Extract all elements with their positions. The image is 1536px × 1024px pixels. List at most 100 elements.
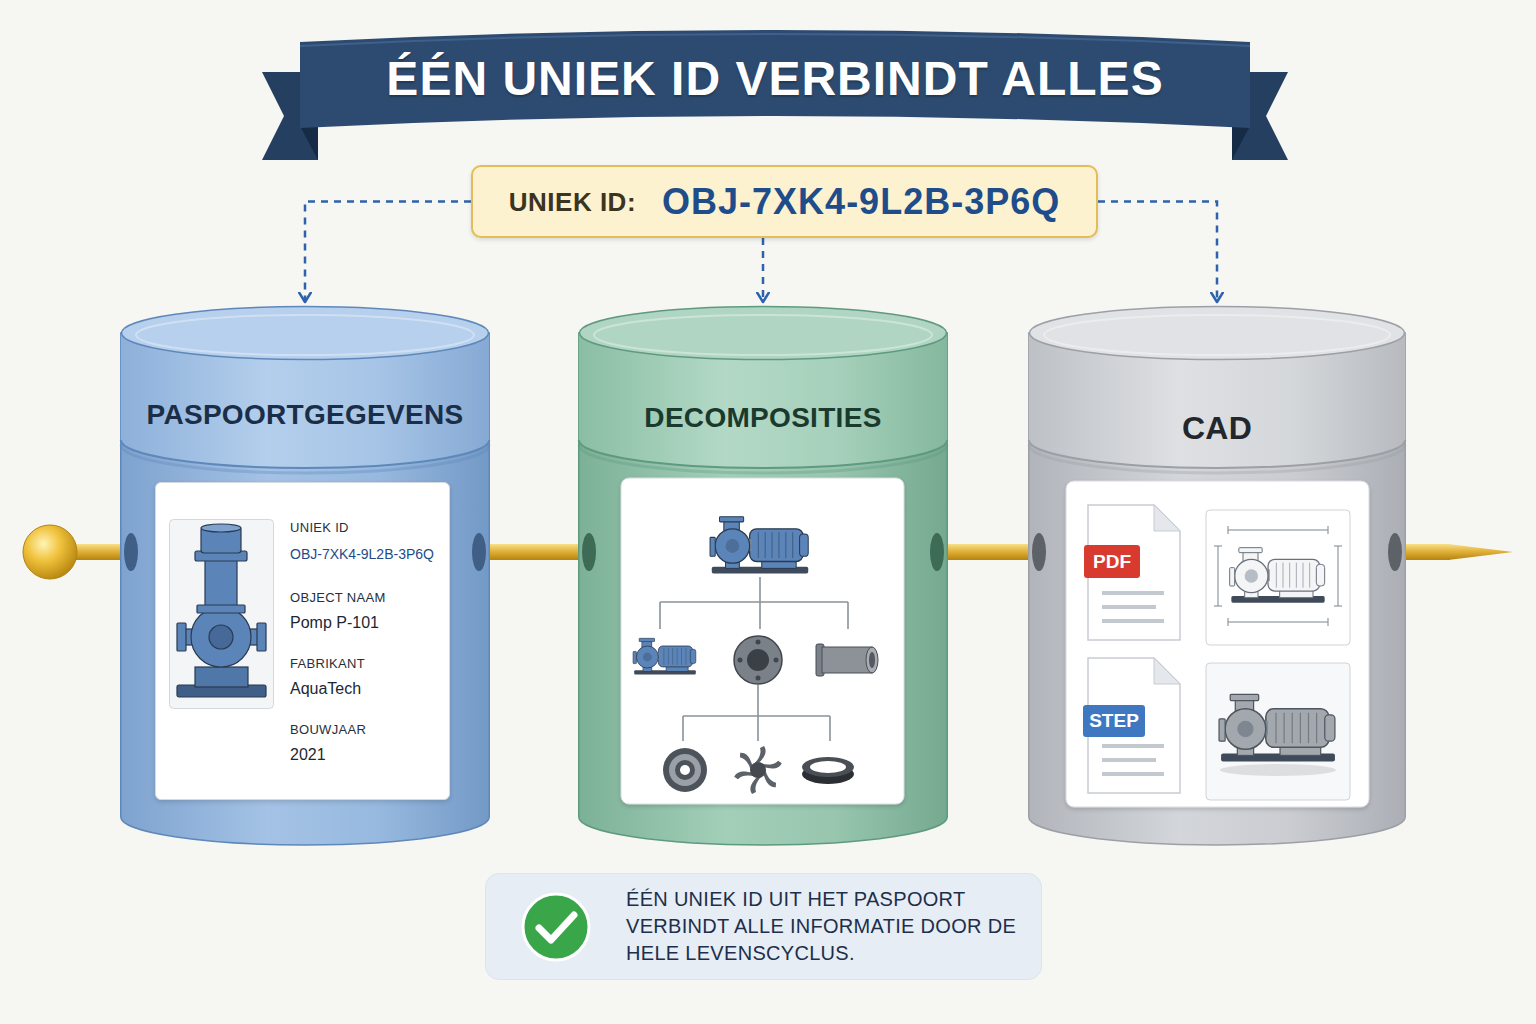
cad-files	[1230, 548, 1325, 603]
cad-files	[1066, 481, 1369, 807]
database-cylinder: DECOMPOSITIES	[578, 305, 948, 845]
cylinder-shape	[472, 533, 486, 571]
cad-files	[1334, 546, 1342, 606]
cylinder-shape	[124, 533, 138, 571]
cad-files	[1219, 694, 1335, 761]
cad-files	[1065, 480, 1370, 808]
field-value: Pomp P-101	[290, 613, 379, 633]
gold-rod-connector	[490, 544, 578, 560]
field-label: FABRIKANT	[290, 656, 365, 672]
check-icon	[523, 894, 589, 960]
cylinder-shape	[136, 315, 474, 355]
dashed-arrow	[1098, 202, 1217, 303]
title-ribbon	[300, 30, 1250, 128]
cad-files	[1102, 772, 1164, 776]
cylinder-shape	[122, 307, 489, 360]
cylinder-shape	[579, 333, 948, 845]
decomposition-tree	[675, 760, 695, 780]
pump-illustration	[195, 667, 248, 687]
cad-files	[1228, 526, 1328, 534]
pump-illustration	[177, 524, 266, 697]
database-cylinder: CAD PDF STEP	[1028, 305, 1406, 845]
decomposition-tree	[620, 477, 905, 805]
title-ribbon	[1232, 126, 1250, 160]
pump-illustration	[169, 519, 274, 709]
pump-illustration	[201, 524, 241, 532]
decomposition-tree	[710, 517, 808, 574]
decomposition-tree	[747, 649, 769, 671]
gold-rod-ends	[1448, 544, 1513, 560]
decomposition-tree	[621, 478, 904, 804]
decomposition-tree	[733, 746, 782, 794]
cylinder-heading: PASPOORTGEGEVENS	[146, 398, 463, 432]
cad-files	[1102, 744, 1164, 748]
decomposition-tree	[750, 762, 766, 778]
pump-illustration	[177, 623, 186, 651]
decomposition-tree	[734, 636, 782, 684]
cad-files	[1102, 619, 1164, 623]
pump-illustration	[257, 623, 266, 651]
note-text: ÉÉN UNIEK ID UIT HET PASPOORT VERBINDT A…	[626, 886, 1026, 967]
decomposition-tree	[663, 748, 707, 792]
cylinder-shape	[1029, 333, 1406, 845]
cad-files	[1088, 658, 1180, 793]
cad-files	[1206, 663, 1350, 800]
decomposition-tree	[869, 652, 875, 668]
pump-illustration	[170, 520, 274, 709]
database-cylinder: PASPOORTGEGEVENS UNIEK ID OBJ-7XK4-9L2B-3…	[120, 305, 490, 845]
gold-rod-ends	[23, 525, 77, 579]
decomposition-tree	[802, 757, 854, 784]
pump-illustration	[209, 625, 233, 649]
cad-files	[1102, 591, 1164, 595]
check-icon	[486, 874, 626, 981]
decomposition-tree	[683, 685, 830, 741]
decomposition-tree	[756, 640, 761, 645]
decomposition-tree	[734, 636, 782, 684]
cylinder-heading: CAD	[1182, 409, 1252, 447]
title-ribbon	[262, 30, 1288, 160]
decomposition-tree	[738, 658, 743, 663]
decomposition-tree	[810, 761, 846, 773]
cad-files	[1220, 764, 1336, 776]
cad-files	[1084, 545, 1140, 578]
cylinder-shape	[579, 440, 948, 468]
cylinder-shape	[1032, 533, 1046, 571]
cylinder-shape	[1388, 533, 1402, 571]
decomposition-tree	[866, 647, 878, 673]
field-value: OBJ-7XK4-9L2B-3P6Q	[290, 545, 434, 563]
title-holder: ÉÉN UNIEK ID VERBINDT ALLES	[300, 36, 1250, 122]
decomposition-tree	[774, 658, 779, 663]
cylinder-shape	[580, 307, 947, 360]
cad-files	[1102, 758, 1156, 762]
decomposition-tree	[754, 746, 766, 764]
id-value: OBJ-7XK4-9L2B-3P6Q	[662, 181, 1060, 223]
cad-files	[1083, 705, 1145, 737]
cad-files	[1206, 510, 1350, 645]
file-badge-label: STEP	[1089, 705, 1139, 737]
field-label: UNIEK ID	[290, 520, 349, 536]
title-ribbon	[300, 126, 318, 160]
cylinder-shape	[121, 440, 490, 468]
field-label: OBJECT NAAM	[290, 590, 386, 606]
pump-illustration	[205, 559, 237, 611]
passport-card: UNIEK ID OBJ-7XK4-9L2B-3P6Q OBJECT NAAM Pom…	[155, 482, 450, 800]
title-ribbon	[300, 34, 1250, 46]
decomposition-tree	[660, 577, 848, 629]
cad-files	[1102, 605, 1156, 609]
cylinder-shape	[582, 533, 596, 571]
pump-illustration	[191, 607, 251, 667]
cad-files	[1088, 658, 1180, 793]
gold-rod-connector	[948, 544, 1028, 560]
decomposition-tree	[750, 776, 762, 794]
cad-files	[1228, 618, 1328, 626]
label-holder: STEP	[1083, 705, 1145, 737]
decomposition-tree	[816, 644, 878, 676]
decomposition-tree	[669, 754, 701, 786]
note-box: ÉÉN UNIEK ID UIT HET PASPOORT VERBINDT A…	[485, 873, 1042, 980]
cad-files	[1154, 658, 1180, 684]
check-icon	[539, 915, 574, 940]
cad-files	[1214, 546, 1222, 606]
field-value: AquaTech	[290, 679, 361, 699]
decomposition-tree	[663, 748, 707, 792]
file-badge-label: PDF	[1093, 546, 1131, 578]
